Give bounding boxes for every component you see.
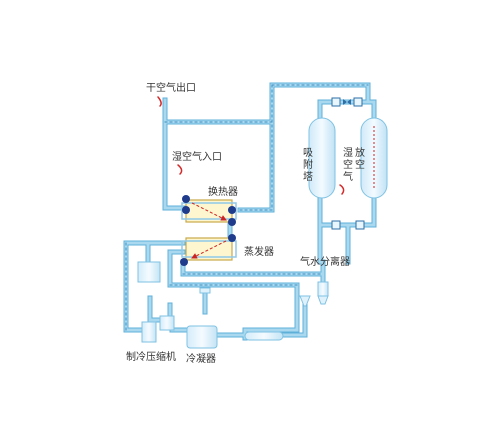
valve-1 (331, 97, 341, 107)
pipe-network (123, 82, 377, 341)
vertical-label-char: 吸 (303, 148, 313, 159)
evaporator-shell (181, 240, 237, 258)
vertical-label-char: 放 (355, 146, 365, 159)
refrigerant-receiver (137, 261, 161, 283)
condenser-vessel (186, 325, 218, 349)
valve-3 (343, 99, 351, 105)
adsorption-tower-left (308, 117, 336, 199)
flange-icon (182, 195, 190, 203)
valve-group-bottom (331, 220, 365, 230)
label-wet-air-inlet: 湿空气入口 (172, 150, 222, 163)
vertical-label-char: 塔 (303, 170, 313, 183)
valve-4 (331, 220, 341, 230)
drain-trap (317, 295, 329, 305)
flange-icon (228, 234, 236, 242)
flange-icon (228, 206, 236, 214)
flow-indicators (157, 96, 345, 195)
curved-arrow-icon (339, 184, 345, 195)
adsorption-towers (308, 117, 388, 199)
flange-icon (228, 218, 236, 226)
label-evaporator: 蒸发器 (244, 245, 274, 258)
curved-arrow-icon (177, 164, 183, 175)
valve-2 (353, 97, 363, 107)
flange-icon (180, 258, 188, 266)
compressor-unit-2 (159, 315, 175, 331)
equipment (137, 261, 329, 349)
valve-5 (355, 220, 365, 230)
expansion-tank (244, 331, 284, 341)
labels: 干空气出口 湿空气入口 换热器 蒸发器 气水分离器 制冷压缩机 冷凝器 吸附塔 … (126, 81, 365, 365)
evaporator (180, 234, 237, 266)
heat-exchanger-shell (181, 202, 237, 220)
label-adsorption-tower: 吸附塔 (303, 148, 313, 183)
vertical-label-char: 湿 (343, 147, 353, 159)
water-separator-body (317, 281, 329, 297)
evaporator-flow-arrow (191, 240, 227, 259)
heat-exchanger (181, 195, 237, 226)
label-condenser: 冷凝器 (186, 352, 216, 365)
compressor-unit (141, 321, 157, 343)
label-refrigeration-compressor: 制冷压缩机 (126, 350, 176, 363)
label-dry-air-outlet: 干空气出口 (146, 81, 196, 94)
label-heat-exchanger: 换热器 (208, 185, 238, 198)
tee-fitting (199, 287, 211, 294)
flange-icon (182, 206, 190, 214)
filter-element (299, 295, 311, 307)
curved-arrow-icon (157, 96, 162, 107)
vertical-label-char: 附 (303, 158, 313, 171)
vertical-label-char: 空 (355, 158, 365, 171)
label-water-separator: 气水分离器 (300, 255, 350, 268)
valve-group-top (331, 97, 363, 107)
vertical-label-char: 空 (343, 158, 353, 171)
heat-exchanger-flow-arrow (191, 202, 227, 221)
vertical-label-char: 气 (343, 170, 353, 183)
